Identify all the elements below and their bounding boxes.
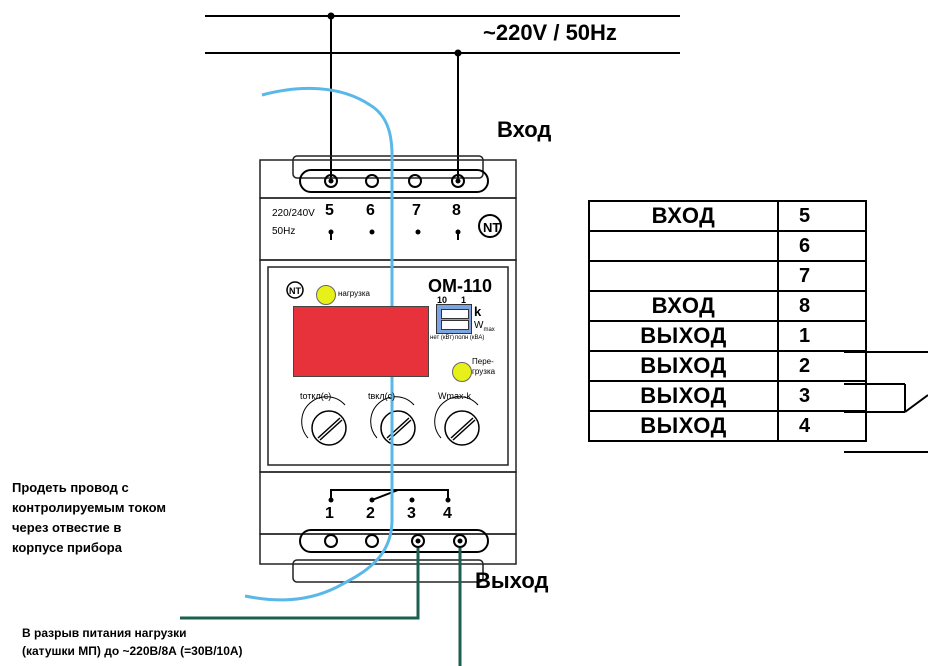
nt-logo-small-icon — [286, 281, 304, 299]
nt-logo-icon — [478, 214, 502, 238]
pin-function: ВЫХОД — [588, 380, 779, 412]
note-bottom: В разрыв питания нагрузки (катушки МП) д… — [22, 626, 243, 658]
switch-top-left: 10 — [437, 295, 448, 305]
device-freq: 50Hz — [272, 226, 296, 237]
switch-w: Wmax — [474, 320, 495, 333]
pin-function: ВХОД — [588, 200, 779, 232]
switch-k: k — [474, 304, 482, 319]
terminal-7: 7 — [412, 202, 421, 219]
terminal-3: 3 — [407, 505, 416, 522]
power-label: ~220V / 50Hz — [483, 20, 617, 45]
overload-led-icon — [452, 362, 472, 382]
output-wire-3 — [180, 548, 420, 620]
device-body — [259, 155, 517, 583]
pin-number: 8 — [777, 290, 867, 322]
model-label: ОМ-110 — [428, 276, 493, 296]
pin-function — [588, 260, 779, 292]
terminal-1: 1 — [325, 505, 334, 522]
terminal-6: 6 — [366, 202, 375, 219]
svg-text:NT: NT — [289, 286, 301, 296]
knob2-label: tвкл(с) — [368, 391, 396, 401]
device-spec: 220/240V — [272, 208, 315, 219]
pin-number: 5 — [777, 200, 867, 232]
red-display — [293, 306, 429, 377]
pin-function — [588, 230, 779, 262]
pin-function: ВЫХОД — [588, 410, 779, 442]
load-label: нагрузка — [338, 289, 370, 298]
terminal-5: 5 — [325, 202, 334, 219]
table-row: 7 — [588, 260, 867, 292]
knob-icon — [311, 410, 480, 446]
terminal-8: 8 — [452, 202, 461, 219]
switch-top-right: 1 — [461, 295, 467, 305]
pin-function: ВХОД — [588, 290, 779, 322]
note-left: Продеть провод с контролируемым током че… — [12, 480, 166, 555]
pin-number: 1 — [777, 320, 867, 352]
overload-label-1: Пере- — [472, 357, 494, 366]
svg-text:NT: NT — [483, 220, 500, 235]
pin-number: 2 — [777, 350, 867, 382]
input-label: Вход — [497, 117, 552, 142]
switch-note-1: нет (кВт) — [430, 335, 455, 341]
knob1-label: tоткл(с) — [300, 391, 332, 401]
terminal-4: 4 — [443, 505, 452, 522]
output-label: Выход — [475, 568, 549, 593]
load-led-icon — [316, 285, 336, 305]
pin-number: 4 — [777, 410, 867, 442]
pin-function: ВЫХОД — [588, 350, 779, 382]
dip-switch[interactable] — [436, 304, 472, 334]
pin-number: 6 — [777, 230, 867, 262]
overload-label-2: грузка — [472, 367, 496, 376]
table-row: 6 — [588, 230, 867, 262]
pin-number: 3 — [777, 380, 867, 412]
knob3-label: Wmax·k — [438, 391, 471, 401]
switch-note-2: полн (кВА) — [455, 335, 485, 341]
pin-function: ВЫХОД — [588, 320, 779, 352]
terminal-2: 2 — [366, 505, 375, 522]
pin-number: 7 — [777, 260, 867, 292]
